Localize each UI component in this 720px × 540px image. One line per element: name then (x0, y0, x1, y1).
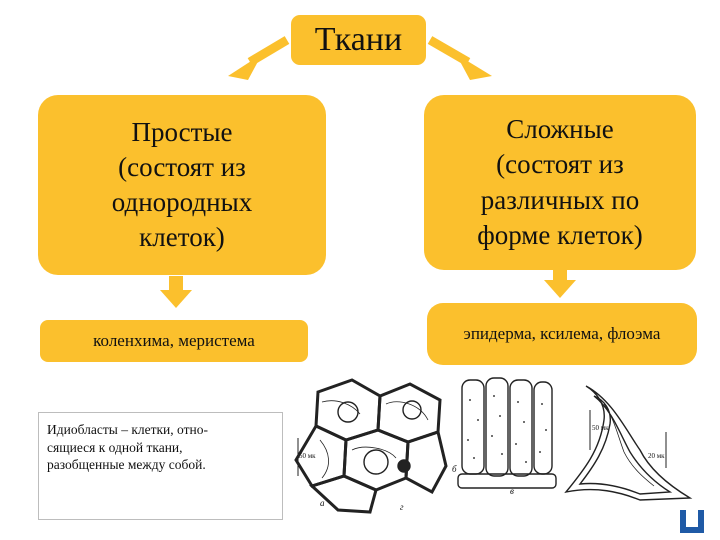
scale-label-right: 20 мк (648, 452, 665, 460)
panel-label-b: б (452, 464, 457, 474)
complex-tissues-examples: эпидерма, ксилема, флоэма (427, 303, 697, 365)
simple-tissues-node: Простые (состоят из однородных клеток) (38, 95, 326, 275)
panel-label-g: г (400, 502, 404, 512)
arrow-to-simple (228, 36, 290, 80)
simple-tissues-examples: коленхима, меристема (40, 320, 308, 362)
cells-panel-b (457, 377, 557, 489)
complex-tissues-node: Сложные (состоят из различных по форме к… (424, 95, 696, 270)
scale-label-left: 50 мк (299, 452, 316, 460)
panel-label-v: в (510, 486, 514, 496)
cells-panel-a (294, 378, 448, 514)
return-nav-icon[interactable] (677, 505, 707, 535)
scale-label-mid: 50 мк (592, 424, 609, 432)
arrow-simple-down (160, 276, 192, 308)
root-node-tissues: Ткани (291, 15, 426, 65)
cells-panel-c (564, 385, 693, 501)
panel-label-a: а (320, 498, 325, 508)
arrow-to-complex (427, 36, 492, 80)
idioblast-note: Идиобласты – клетки, отно- сящиеся к одн… (38, 412, 283, 520)
arrow-complex-down (544, 270, 576, 298)
